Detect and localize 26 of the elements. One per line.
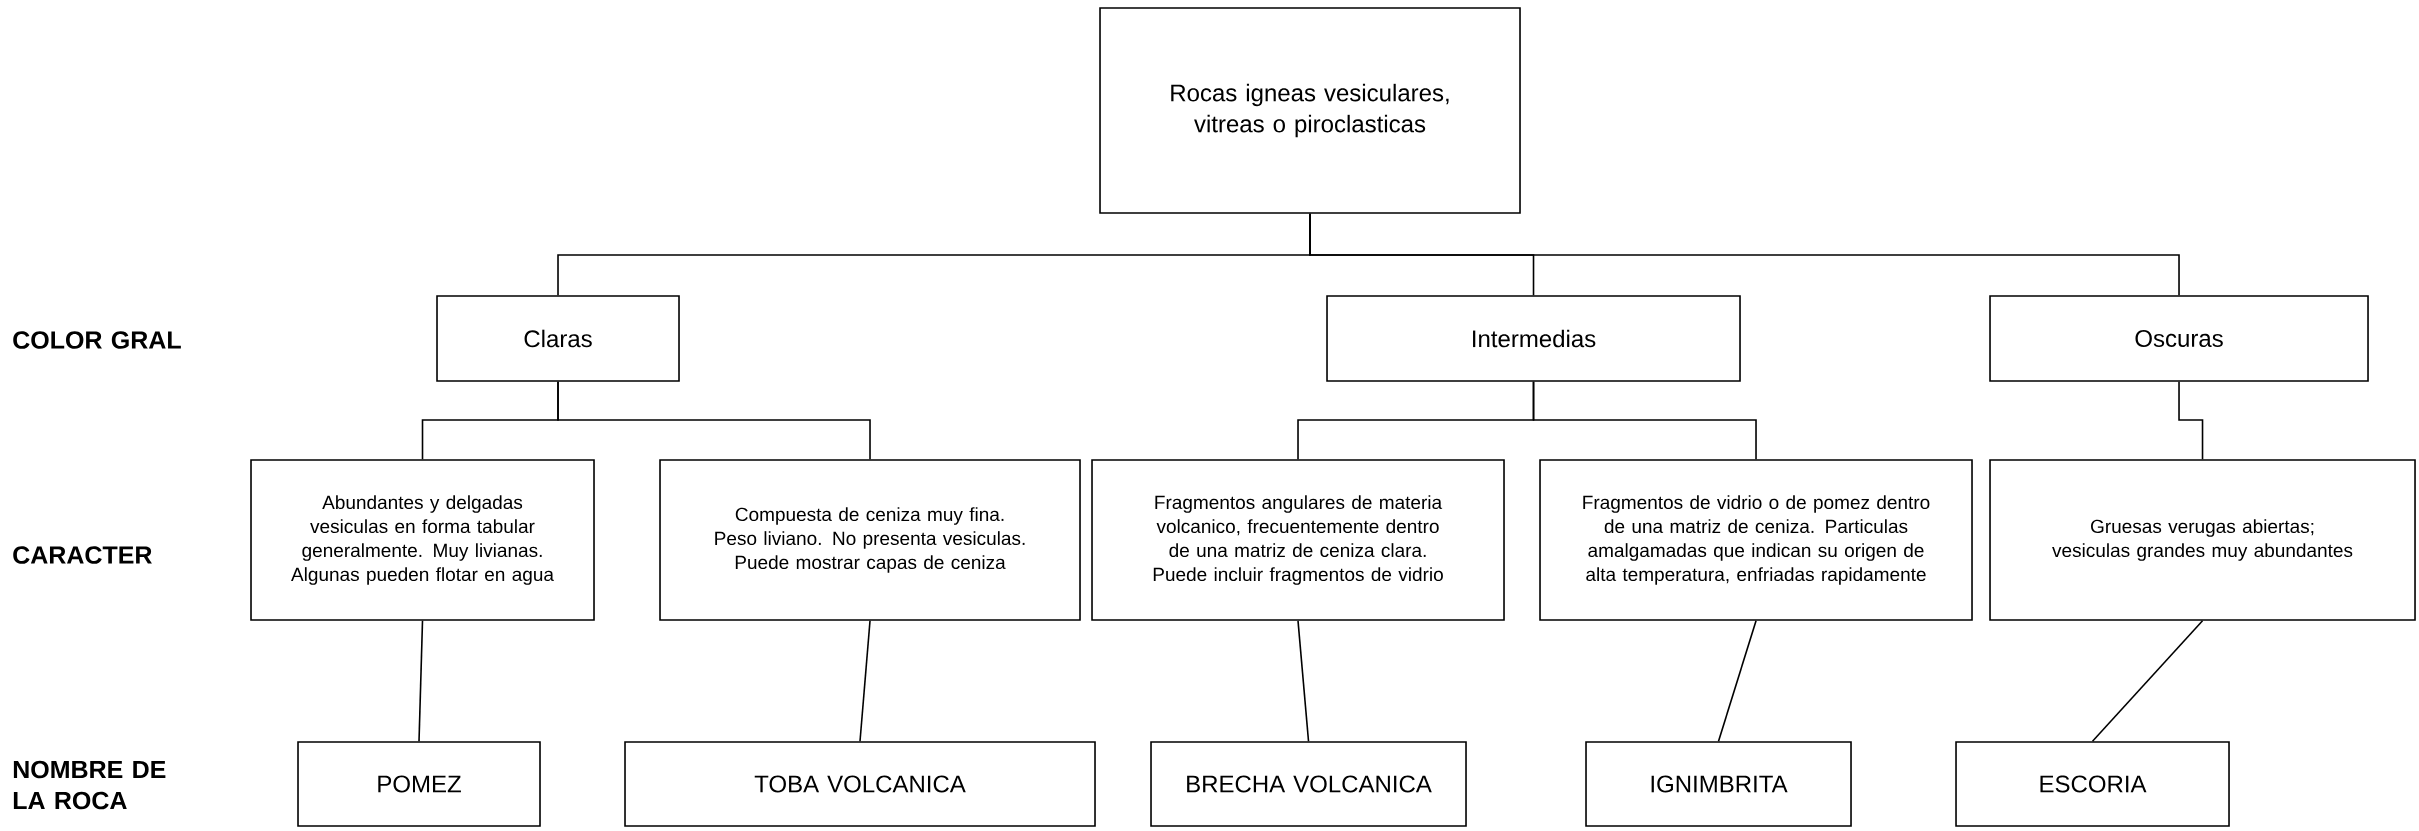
name-box: IGNIMBRITA	[1585, 741, 1852, 827]
description-box: Abundantes y delgadas vesiculas en forma tabular generalmente. Muy livianas. Algunas pueden flotar en agua	[250, 459, 595, 621]
row-label: COLOR GRAL	[13, 331, 181, 349]
connector-line	[1309, 213, 2180, 296]
connector-line	[2178, 381, 2204, 460]
name-box: POMEZ	[297, 741, 541, 827]
root-box: Rocas igneas vesiculares, vitreas o piroclasticas	[1099, 7, 1521, 214]
category-box: Intermedias	[1326, 295, 1741, 382]
row-label: CARACTER	[13, 546, 152, 564]
connector-line	[859, 620, 871, 742]
connector-line	[2091, 620, 2204, 742]
connector-line	[557, 381, 871, 460]
connector-line	[1532, 381, 1757, 460]
name-box: TOBA VOLCANICA	[624, 741, 1096, 827]
name-box: ESCORIA	[1955, 741, 2230, 827]
description-box: Fragmentos de vidrio o de pomez dentro de una matriz de ceniza. Particulas amalgamadas que indican su origen de alta temperatura, enfriadas rapidamente	[1539, 459, 1973, 621]
category-box: Oscuras	[1989, 295, 2369, 382]
connector-line	[1717, 620, 1757, 742]
category-box: Claras	[436, 295, 680, 382]
connector-line	[418, 620, 424, 742]
description-box: Compuesta de ceniza muy fina. Peso liviano. No presenta vesiculas. Puede mostrar capas de ceniza	[659, 459, 1081, 621]
description-box: Fragmentos angulares de materia volcanico, frecuentemente dentro de una matriz de ceniza clara. Puede incluir fragmentos de vidrio	[1091, 459, 1505, 621]
row-label: NOMBRE DE LA ROCA	[13, 760, 166, 810]
connector-line	[1297, 620, 1310, 742]
description-box: Gruesas verugas abiertas; vesiculas grandes muy abundantes	[1989, 459, 2416, 621]
name-box: BRECHA VOLCANICA	[1150, 741, 1467, 827]
